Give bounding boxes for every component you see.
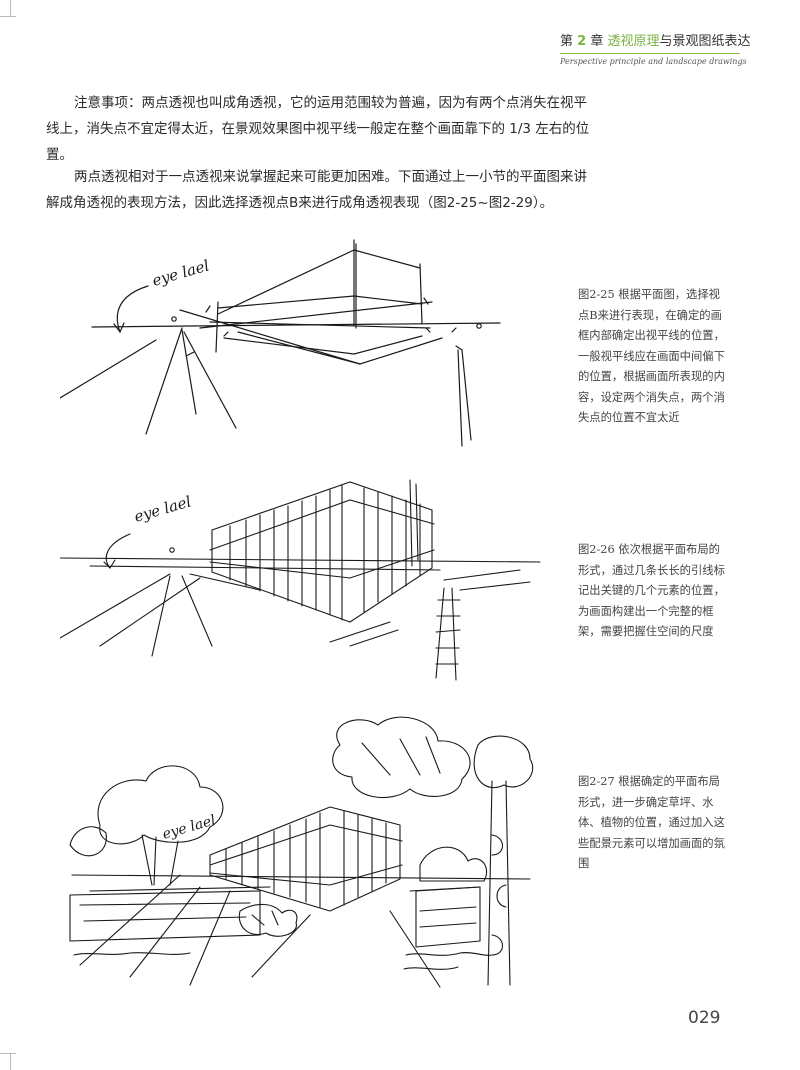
chapter-prefix: 第 xyxy=(560,34,574,49)
section-rest: 与景观图纸表达 xyxy=(659,34,751,49)
figure-2-25-sketch: eye lael xyxy=(60,228,550,458)
vanishing-point-right xyxy=(477,324,481,328)
eye-level-label: eye lael xyxy=(161,812,218,842)
chapter-number: 2 xyxy=(577,34,587,49)
figure-2-26-sketch: eye lael xyxy=(60,470,550,685)
vanishing-point-left xyxy=(172,317,176,321)
chapter-subtitle: Perspective principle and landscape draw… xyxy=(560,57,747,66)
body-paragraph-note: 注意事项：两点透视也叫成角透视，它的运用范围较为普遍，因为有两个点消失在视平线上… xyxy=(46,95,590,163)
figure-2-25-caption: 图2-25 根据平面图，选择视点B来进行表现，在确定的画框内部确定出视平线的位置… xyxy=(578,288,725,424)
section-highlight: 透视原理 xyxy=(607,34,660,49)
chapter-title: 第 2 章 透视原理与景观图纸表达 xyxy=(560,30,760,49)
eye-level-arrow xyxy=(117,286,148,332)
crop-mark xyxy=(0,16,16,17)
horizon-line xyxy=(92,323,500,327)
crop-mark xyxy=(10,1054,11,1070)
crop-mark xyxy=(0,1053,16,1054)
eye-level-label: eye lael xyxy=(132,492,193,525)
header-rule xyxy=(560,53,740,54)
page-number: 029 xyxy=(688,1008,721,1028)
crop-mark xyxy=(10,0,11,16)
chapter-suffix: 章 xyxy=(590,34,604,49)
body-paragraph-intro: 两点透视相对于一点透视来说掌握起来可能更加困难。下面通过上一小节的平面图来讲解成… xyxy=(46,169,587,211)
figure-2-27-caption: 图2-27 根据确定的平面布局形式，进一步确定草坪、水体、植物的位置，通过加入这… xyxy=(578,775,725,870)
figure-2-26-caption: 图2-26 依次根据平面布局的形式，通过几条长长的引线标记出关键的几个元素的位置… xyxy=(578,543,725,638)
figure-2-27-sketch: eye lael xyxy=(60,715,550,1005)
chapter-header: 第 2 章 透视原理与景观图纸表达 Perspective principle … xyxy=(560,30,760,66)
eye-level-label: eye lael xyxy=(150,256,211,289)
